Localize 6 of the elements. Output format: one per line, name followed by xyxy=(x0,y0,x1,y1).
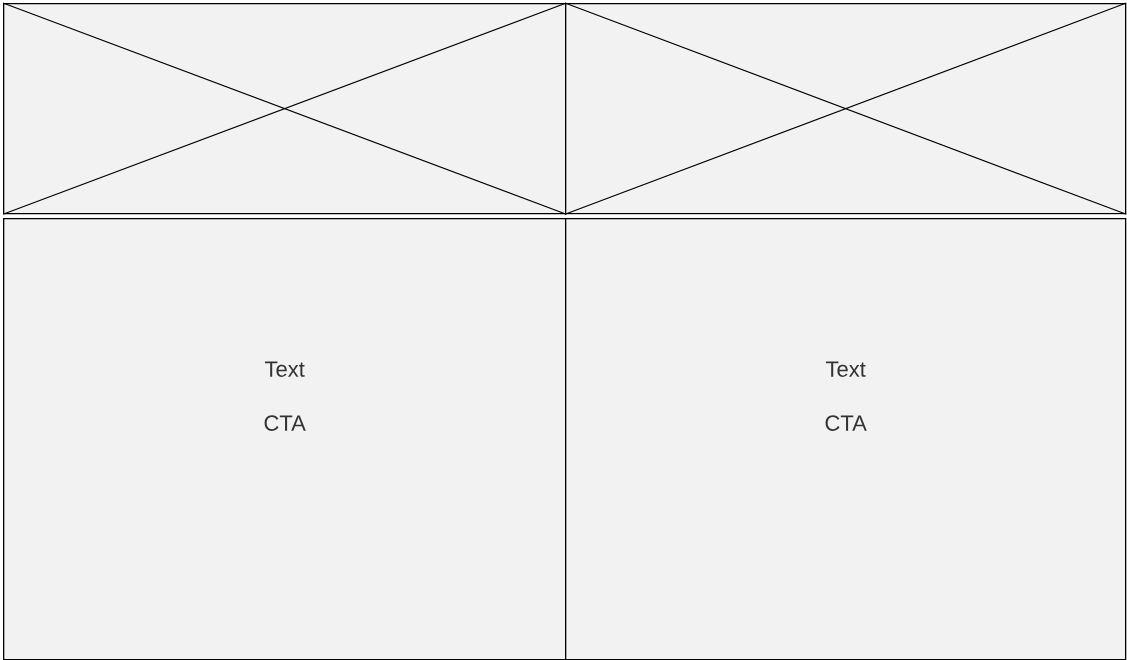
node-label: CTA xyxy=(264,415,306,431)
text-card: Text CTA xyxy=(565,218,1127,660)
node-label: Text xyxy=(264,361,305,377)
image-placeholder xyxy=(564,2,1127,215)
image-placeholder xyxy=(2,2,567,215)
text-card: Text CTA xyxy=(3,218,567,660)
